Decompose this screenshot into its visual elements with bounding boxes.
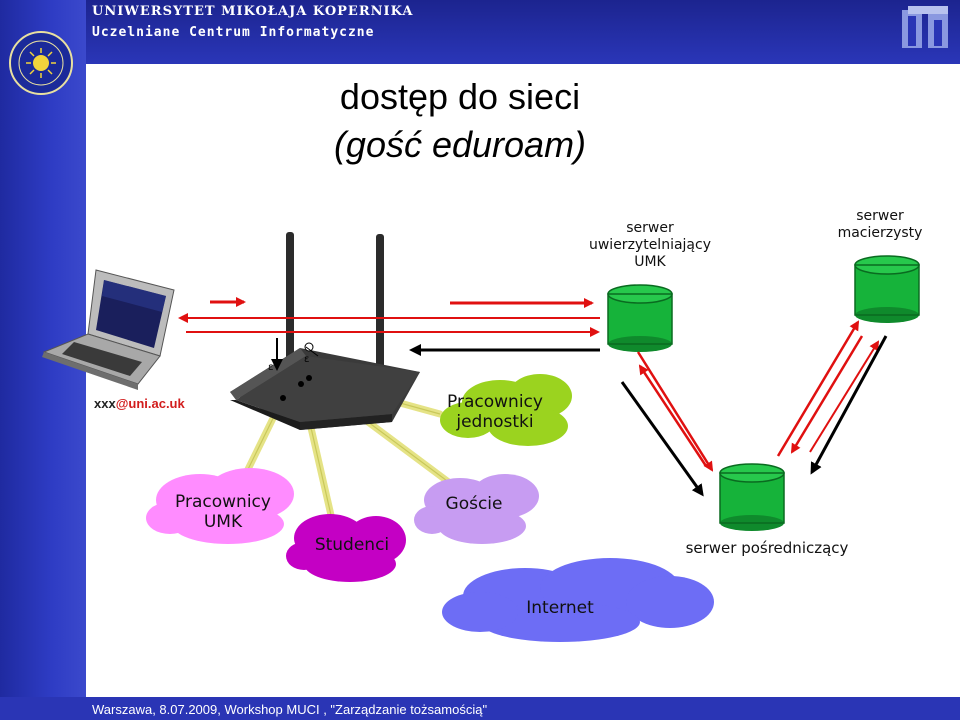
center-name: Uczelniane Centrum Informatyczne [92, 25, 375, 40]
home-server-icon [854, 255, 920, 323]
slide-subtitle: (gość eduroam) [333, 124, 587, 165]
footer-text: Warszawa, 8.07.2009, Workshop MUCI , "Za… [92, 702, 488, 717]
user-email: xxx@uni.ac.uk [94, 396, 185, 411]
auth-server-icon [607, 284, 673, 352]
cloud-internet-label: Internet [526, 598, 594, 618]
cloud-guests-label: Goście [445, 494, 503, 514]
router-icon [230, 348, 420, 430]
cloud-umk-staff-label: Pracownicy UMK [175, 492, 271, 532]
cloud-unit-staff-label: Pracownicy jednostki [447, 392, 543, 432]
laptop-icon [42, 269, 175, 390]
cloud-internet-shape [442, 558, 714, 642]
auth-server-label: serwer uwierzytelniający UMK [588, 220, 711, 270]
university-name: UNIWERSYTET MIKOŁAJA KOPERNIKA [92, 4, 414, 19]
proxy-server-label: serwer pośredniczący [685, 539, 849, 557]
uci-logo-icon [902, 6, 948, 48]
cloud-unit-staff-shape [440, 374, 572, 446]
university-seal-icon [9, 31, 73, 95]
slide-title: dostęp do sieci [339, 76, 581, 117]
footer-band [0, 697, 960, 720]
cloud-students-shape [286, 514, 406, 582]
svg-text:ε: ε [268, 362, 273, 373]
svg-text:ε: ε [304, 354, 309, 365]
cloud-guests-shape [414, 474, 539, 544]
home-server-label: serwer macierzysty [837, 208, 923, 241]
cloud-umk-staff-shape [146, 468, 294, 544]
header-band [0, 0, 960, 64]
cloud-students-label: Studenci [314, 535, 390, 555]
proxy-server-icon [719, 463, 785, 531]
